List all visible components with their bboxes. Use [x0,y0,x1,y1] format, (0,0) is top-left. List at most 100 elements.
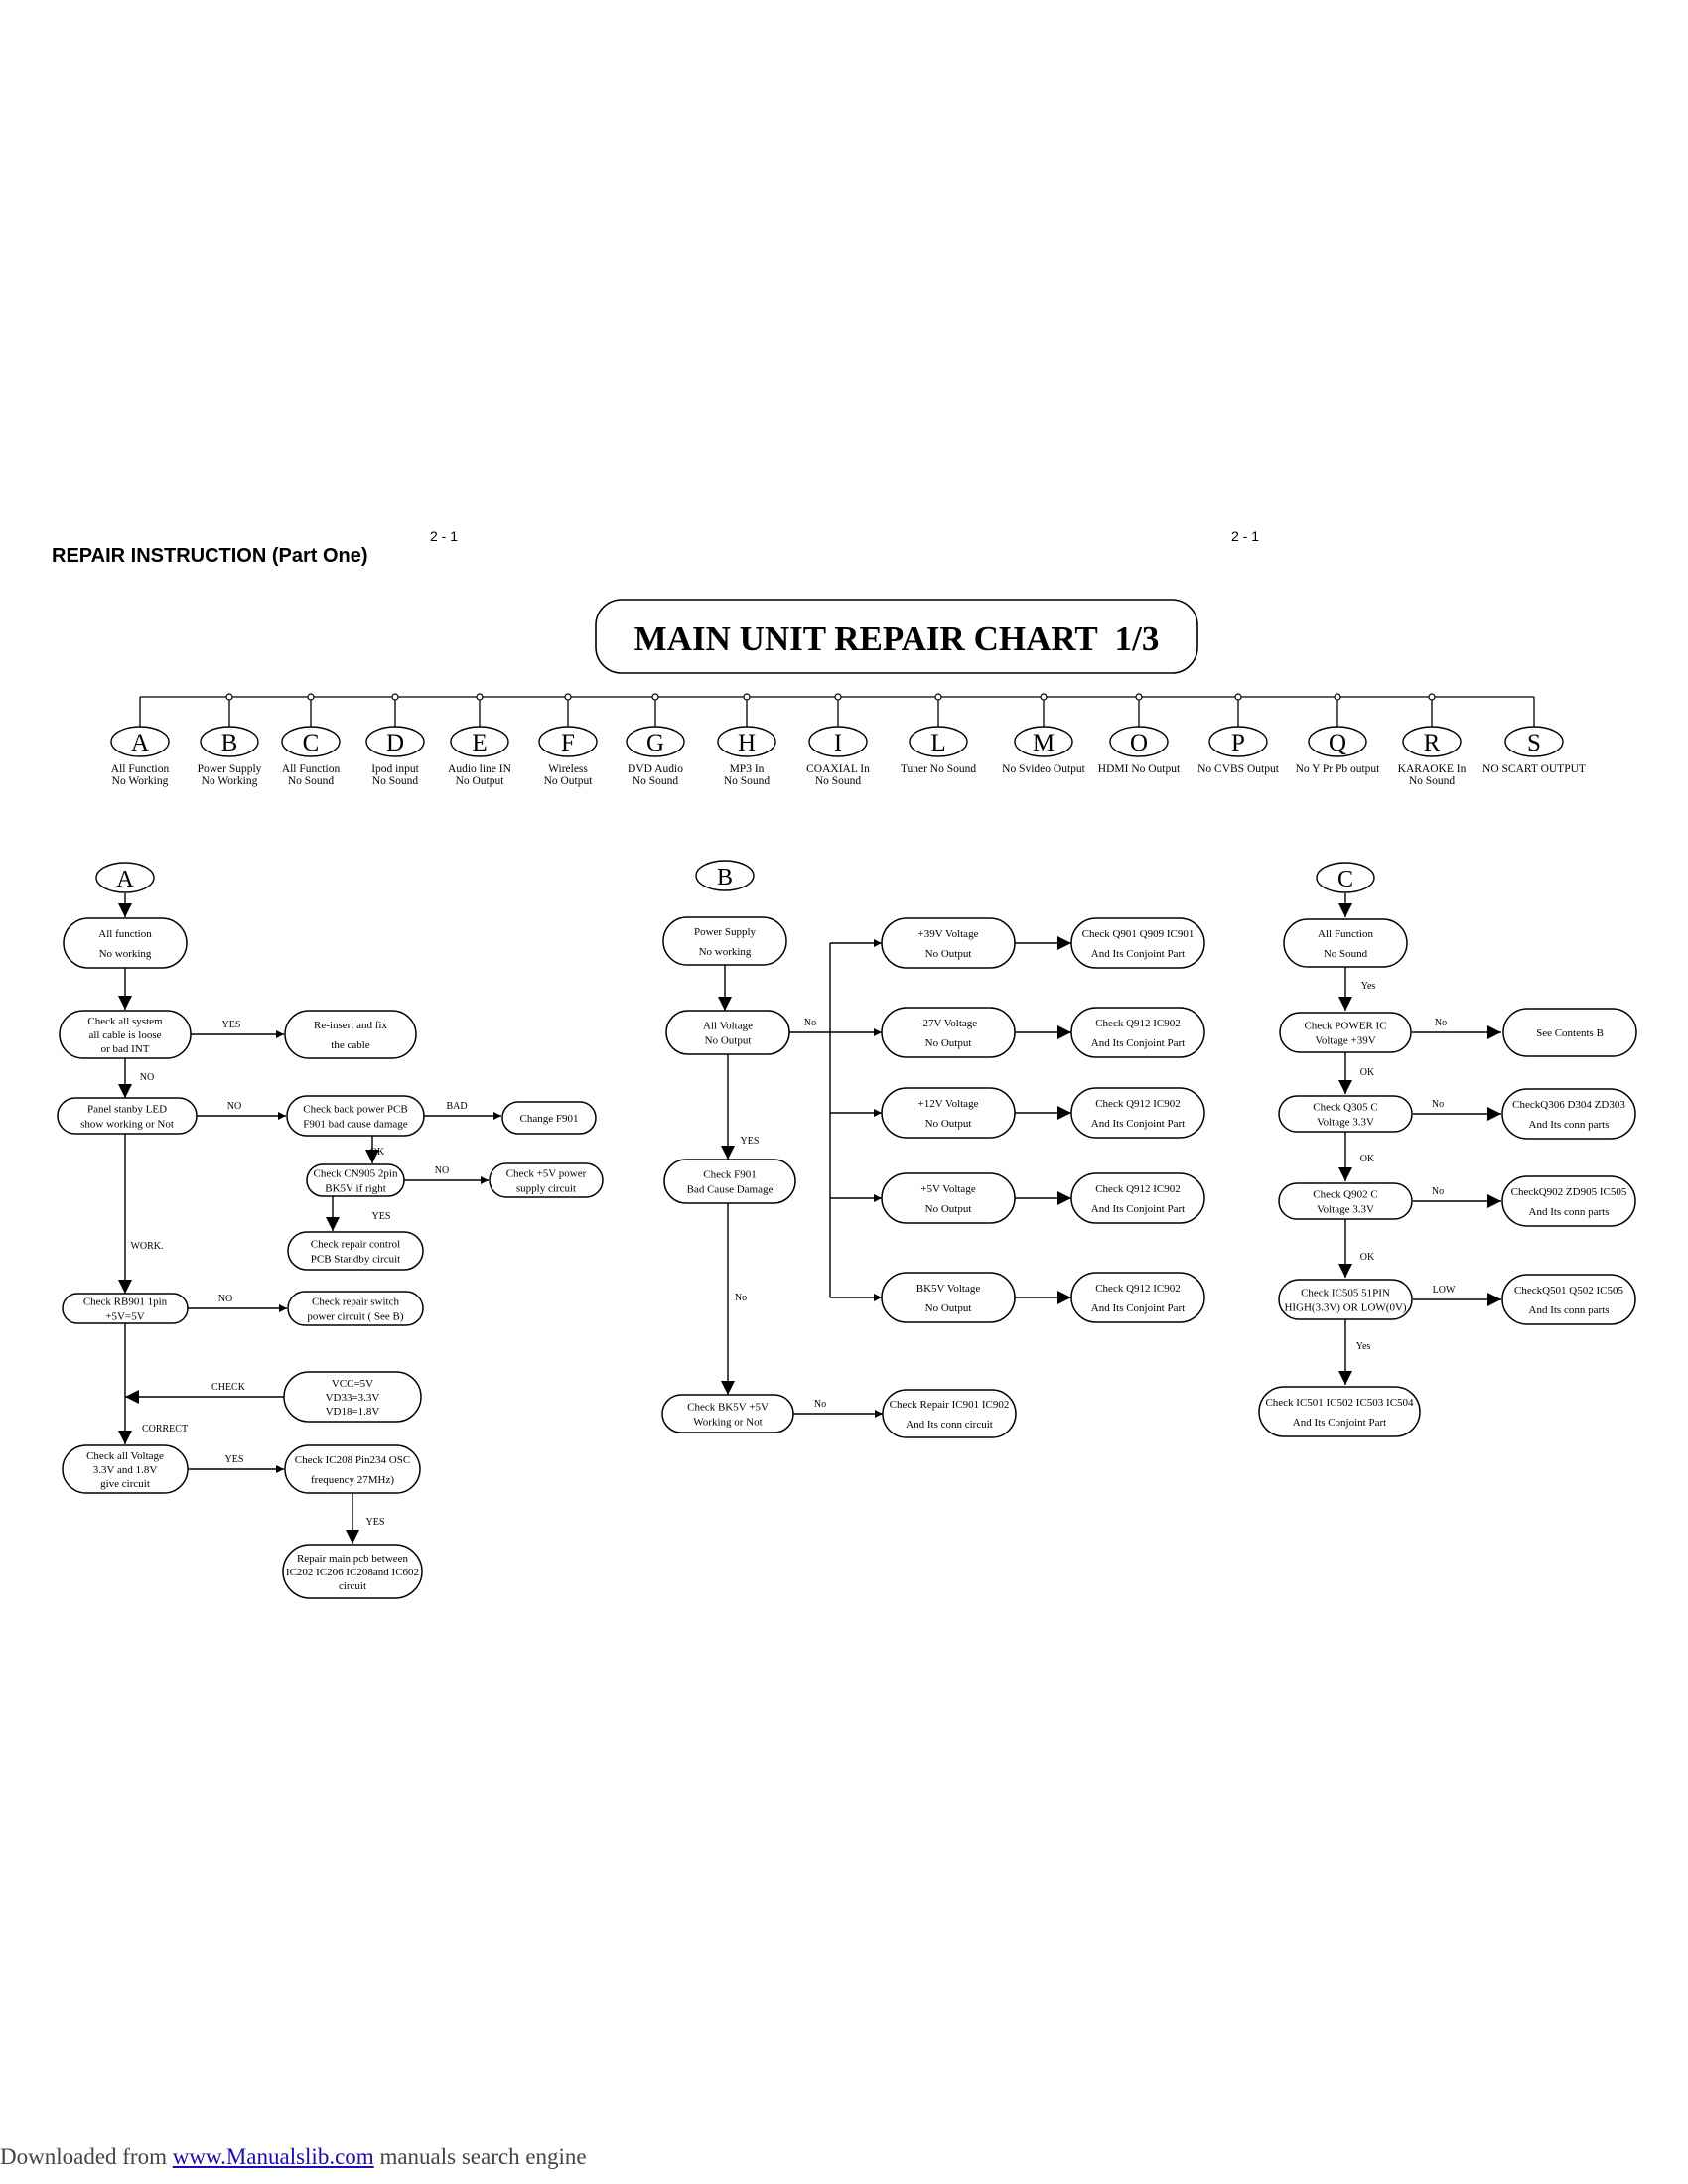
b-v39-text: No Output [925,948,972,960]
chart-title: MAIN UNIT REPAIR CHART 1/3 [634,619,1160,658]
index-oval [717,726,776,757]
a-check-ic208-text: Check IC208 Pin234 OSC [295,1454,410,1466]
b-c5-text: And Its Conjoint Part [1091,1203,1185,1215]
label-work: WORK. [130,1241,163,1252]
index-item-p[interactable]: PNo CVBS Output [1197,693,1280,775]
b-v27-text: -27V Voltage [919,1018,977,1029]
index-label: All Function [111,763,170,775]
a-check-cn905-text: Check CN905 2pin [314,1168,398,1180]
index-letter: O [1130,730,1148,756]
index-oval [1308,726,1367,757]
index-junction [1234,693,1242,701]
page-number-left: 2 - 1 [430,528,458,544]
a-start-text: No working [99,948,152,960]
flow-b-key-oval [695,860,755,891]
label-ok: OK [1360,1252,1375,1263]
flow-b-key: B [695,860,755,891]
index-label: Wireless [548,763,588,775]
a-repair-main-text: circuit [339,1580,366,1592]
flow-c-key-letter: C [1337,867,1353,892]
c-q902-text: And Its conn parts [1529,1206,1610,1218]
index-item-o[interactable]: O HDMI No Output [1098,693,1181,775]
a-vcc-text: VD33=3.3V [326,1392,380,1404]
a-repair-main-text: IC202 IC206 IC208and IC602 [286,1567,419,1578]
index-label: KARAOKE In [1398,763,1467,775]
b-v39-shape [881,917,1016,969]
label-no: NO [140,1072,154,1083]
index-label: HDMI No Output [1098,763,1181,775]
label-no: No [1435,1018,1447,1028]
label-yes: Yes [1356,1341,1371,1352]
b-all-voltage-text: No Output [705,1035,752,1047]
index-item-s[interactable]: SNO SCART OUTPUT [1482,697,1586,775]
index-label: Tuner No Sound [901,763,977,775]
index-junction [225,693,233,701]
index-oval [538,726,598,757]
a-check-cable-text: Check all system [87,1016,163,1027]
index-label: No Sound [1409,775,1456,787]
index-label: No Sound [633,775,679,787]
a-repair-main-shape [282,1544,423,1599]
c-see-b-text: See Contents B [1536,1027,1604,1039]
index-junction [1428,693,1436,701]
label-no: NO [218,1294,232,1304]
label-yes: YES [372,1211,391,1222]
a-check-rb901: Check RB901 1pin+5V=5V [62,1293,189,1324]
c-check-power-ic-text: Check POWER IC [1304,1021,1386,1032]
label-no: No [735,1293,747,1303]
index-label: No Working [202,775,258,787]
label-yes: YES [741,1136,760,1147]
index-label: No Sound [372,775,419,787]
index-label: No Sound [288,775,335,787]
index-letter: C [303,730,320,756]
manualslib-link[interactable]: www.Manualslib.com [172,2144,374,2169]
a-check-rb901-text: +5V=5V [105,1311,144,1323]
a-change-f901-text: Change F901 [520,1113,579,1125]
index-junction [1040,693,1048,701]
index-item-q[interactable]: Q No Y Pr Pb output [1296,693,1381,775]
b-all-voltage-text: All Voltage [703,1021,753,1032]
index-letter: Q [1329,730,1346,756]
b-c5-text: Check Q912 IC902 [1095,1183,1181,1195]
index-label: No CVBS Output [1197,763,1280,775]
label-ok: OK [370,1147,385,1158]
b-v5-shape [881,1172,1016,1224]
index-label: No Sound [724,775,771,787]
index-oval [808,726,868,757]
index-junction [834,693,842,701]
index-label: No Y Pr Pb output [1296,763,1381,775]
a-repair-main-text: Repair main pcb between [297,1553,409,1565]
c-see-b: See Contents B [1502,1008,1637,1057]
label-yes: YES [222,1020,241,1030]
index-oval [1402,726,1462,757]
index-item-m[interactable]: MNo Svideo Output [1002,693,1086,775]
c-q501-shape [1501,1274,1636,1325]
index-oval [909,726,968,757]
b-c39-text: Check Q901 Q909 IC901 [1082,928,1195,940]
a-repair-switch-text: Check repair switch [312,1297,399,1308]
